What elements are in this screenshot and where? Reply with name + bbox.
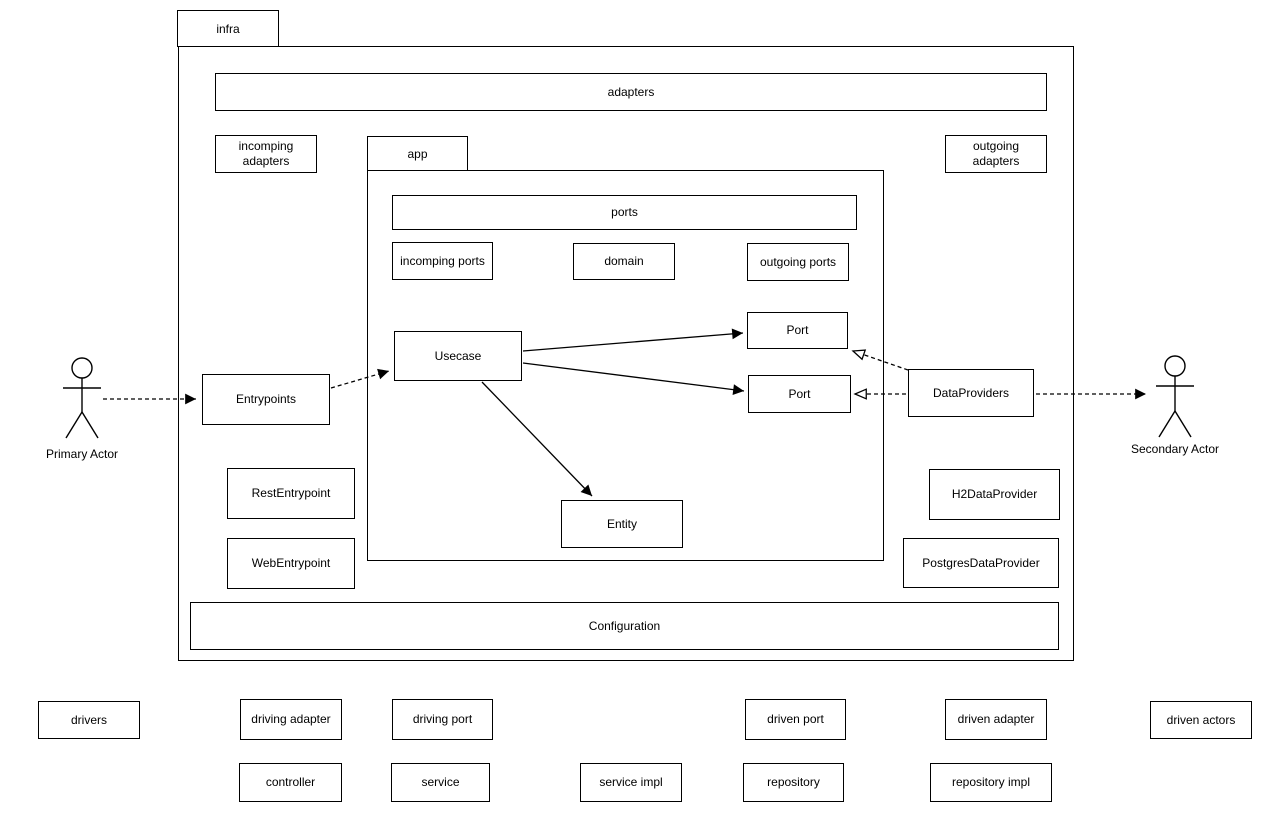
legend-driving-adapter-label: driving adapter	[251, 712, 331, 726]
incoming-adapters-label: incomping adapters	[238, 139, 294, 168]
domain-label: domain	[604, 254, 644, 268]
secondary-actor-label: Secondary Actor	[1130, 442, 1220, 456]
dataproviders-label: DataProviders	[932, 385, 1010, 400]
legend-driven-adapter-label: driven adapter	[957, 712, 1035, 726]
secondary-actor-head	[1164, 355, 1186, 377]
legend-drivers-box: drivers	[38, 701, 140, 739]
legend-drivers-label: drivers	[70, 712, 107, 727]
outgoing-ports-box: outgoing ports	[747, 243, 849, 281]
incoming-adapters-box: incomping adapters	[215, 135, 317, 173]
legend-driven-port-label: driven port	[767, 712, 824, 726]
legend-driven-actors-label: driven actors	[1166, 712, 1236, 727]
legend-controller-label: controller	[265, 775, 316, 789]
primary-actor-head	[71, 357, 93, 379]
incoming-ports-box: incomping ports	[392, 242, 493, 280]
legend-repository-box: repository	[743, 763, 844, 802]
rest-entrypoint-label: RestEntrypoint	[251, 486, 331, 500]
adapters-bar-label: adapters	[607, 84, 655, 99]
primary-actor-figure	[63, 357, 101, 439]
legend-service-label: service	[421, 775, 460, 789]
infra-tab-label: infra	[216, 21, 240, 36]
h2-dataprovider-label: H2DataProvider	[951, 487, 1038, 501]
ports-bar: ports	[392, 195, 857, 230]
app-tab-label: app	[407, 146, 428, 161]
entity-label: Entity	[606, 516, 637, 531]
legend-driving-port-box: driving port	[392, 699, 493, 740]
usecase-box: Usecase	[394, 331, 522, 381]
legend-driven-port-box: driven port	[745, 699, 846, 740]
legend-driven-adapter-box: driven adapter	[945, 699, 1047, 740]
legend-repository-impl-label: repository impl	[951, 775, 1031, 789]
rest-entrypoint-box: RestEntrypoint	[227, 468, 355, 519]
legend-repository-label: repository	[767, 775, 820, 789]
incoming-ports-label: incomping ports	[400, 253, 485, 268]
configuration-bar: Configuration	[190, 602, 1059, 650]
primary-actor-label: Primary Actor	[45, 447, 118, 461]
app-tab: app	[367, 136, 468, 171]
legend-driven-actors-box: driven actors	[1150, 701, 1252, 739]
infra-tab: infra	[177, 10, 279, 47]
outgoing-adapters-label: outgoing adapters	[972, 139, 1020, 168]
legend-controller-box: controller	[239, 763, 342, 802]
dataproviders-box: DataProviders	[908, 369, 1034, 417]
configuration-label: Configuration	[588, 618, 661, 633]
entrypoints-label: Entrypoints	[235, 392, 297, 406]
secondary-actor-figure	[1156, 355, 1194, 438]
legend-driving-port-label: driving port	[412, 712, 473, 726]
legend-service-impl-label: service impl	[599, 775, 663, 789]
h2-dataprovider-box: H2DataProvider	[929, 469, 1060, 520]
postgres-dataprovider-box: PostgresDataProvider	[903, 538, 1059, 588]
port-top-box: Port	[747, 312, 848, 349]
web-entrypoint-box: WebEntrypoint	[227, 538, 355, 589]
legend-service-box: service	[391, 763, 490, 802]
outgoing-adapters-box: outgoing adapters	[945, 135, 1047, 173]
entrypoints-box: Entrypoints	[202, 374, 330, 425]
ports-bar-label: ports	[611, 205, 638, 219]
usecase-label: Usecase	[434, 348, 482, 363]
adapters-bar: adapters	[215, 73, 1047, 111]
legend-service-impl-box: service impl	[580, 763, 682, 802]
legend-driving-adapter-box: driving adapter	[240, 699, 342, 740]
web-entrypoint-label: WebEntrypoint	[251, 556, 331, 570]
entity-box: Entity	[561, 500, 683, 548]
outgoing-ports-label: outgoing ports	[759, 254, 837, 269]
port-top-label: Port	[786, 323, 809, 337]
postgres-dataprovider-label: PostgresDataProvider	[922, 555, 1040, 570]
port-bottom-label: Port	[788, 386, 811, 401]
domain-box: domain	[573, 243, 675, 280]
legend-repository-impl-box: repository impl	[930, 763, 1052, 802]
port-bottom-box: Port	[748, 375, 851, 413]
